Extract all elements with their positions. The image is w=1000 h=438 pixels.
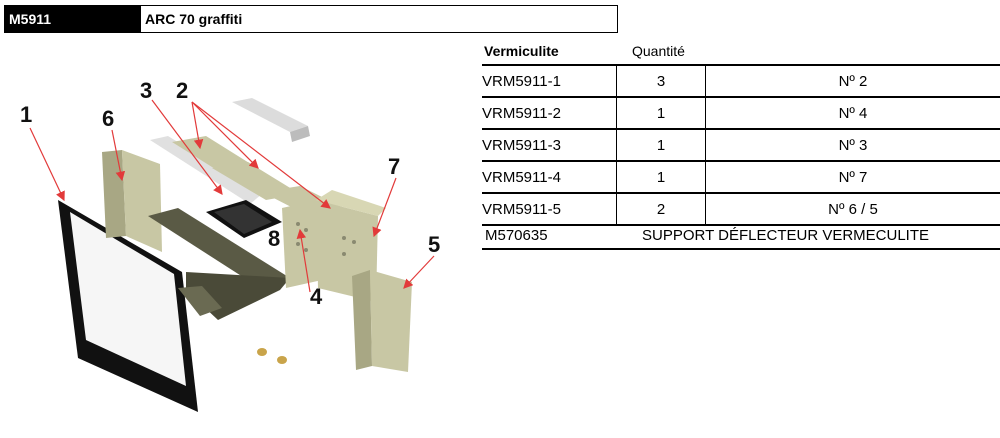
support-ref: M570635 [485,227,548,244]
callout-5: 5 [428,232,440,257]
table-row: VRM5911-3 1 Nº 3 [482,129,1000,162]
product-code: M5911 [5,6,141,32]
support-description: SUPPORT DÉFLECTEUR VERMECULITE [642,227,929,244]
table-row: VRM5911-1 3 Nº 2 [482,64,1000,98]
callout-7: 7 [388,154,400,179]
part-position: Nº 6 / 5 [705,193,1000,226]
right-side-brick [352,270,412,372]
part-qty: 3 [616,64,706,98]
part-qty: 1 [616,161,706,194]
callout-4: 4 [310,284,323,309]
table-row: VRM5911-4 1 Nº 7 [482,161,1000,194]
part-ref: VRM5911-5 [482,193,617,226]
table-row: VRM5911-2 1 Nº 4 [482,97,1000,130]
part-qty: 2 [616,193,706,226]
exploded-view-diagram: 1 2 3 4 5 6 7 8 [20,78,440,412]
callout-arrows [29,99,435,293]
part-ref: VRM5911-4 [482,161,617,194]
part-ref: VRM5911-2 [482,97,617,130]
part-ref: VRM5911-1 [482,64,617,98]
part-position: Nº 2 [705,64,1000,98]
table-row: VRM5911-5 2 Nº 6 / 5 [482,193,1000,226]
callout-8: 8 [268,226,280,251]
product-header: M5911 ARC 70 graffiti [4,5,618,33]
product-name: ARC 70 graffiti [145,11,243,27]
callout-6: 6 [102,106,114,131]
callout-1: 1 [20,102,32,127]
column-header-vermiculite: Vermiculite [484,43,559,59]
part-qty: 1 [616,129,706,162]
part-position: Nº 7 [705,161,1000,194]
part-position: Nº 4 [705,97,1000,130]
callout-3: 3 [140,78,152,103]
glass-door [58,200,198,412]
base-plate [148,208,290,320]
feet [257,348,287,364]
column-header-quantity: Quantité [632,43,685,59]
part-ref: VRM5911-3 [482,129,617,162]
part-position: Nº 3 [705,129,1000,162]
deflector-support [232,98,310,142]
callout-2: 2 [176,78,188,103]
part-qty: 1 [616,97,706,130]
left-side-brick [102,150,162,252]
parts-table: VRM5911-1 3 Nº 2 VRM5911-2 1 Nº 4 VRM591… [482,64,1000,226]
deflector-support-row: M570635 SUPPORT DÉFLECTEUR VERMECULITE [482,224,1000,250]
grate [206,200,282,238]
